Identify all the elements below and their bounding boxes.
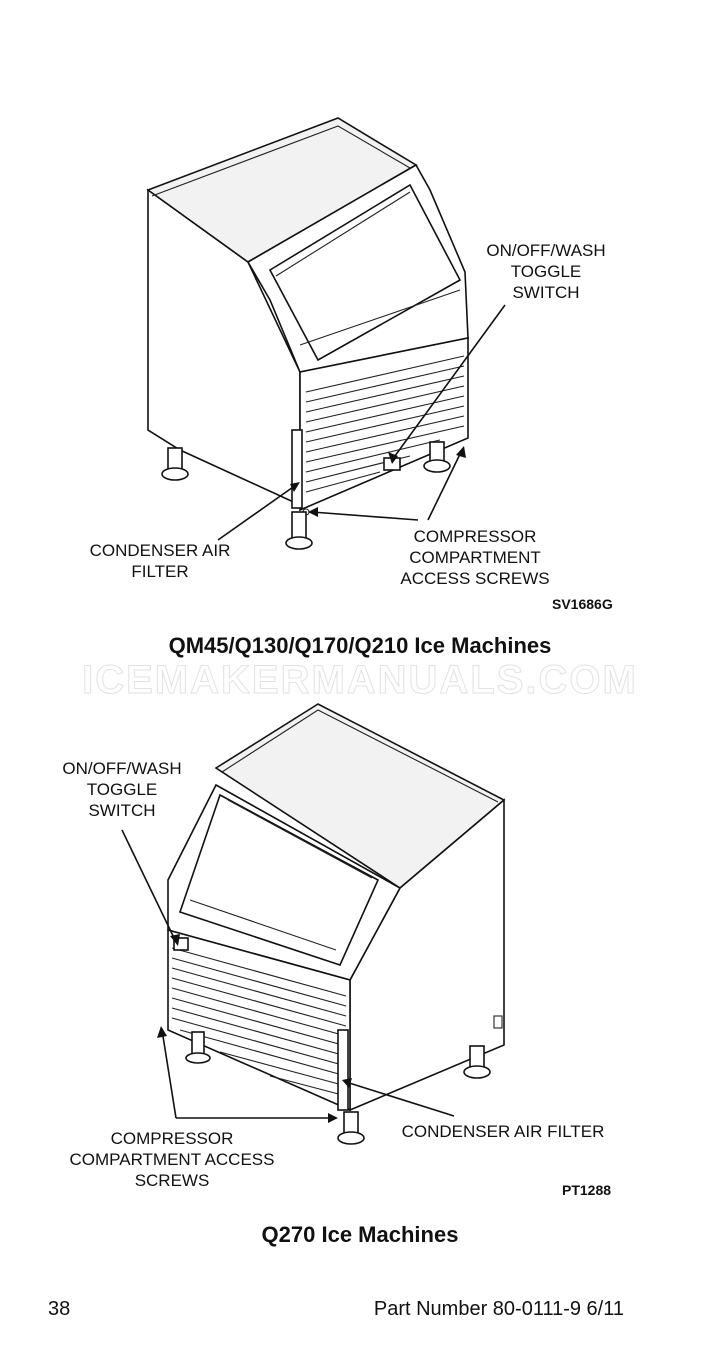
fig1-compressor-line2: COMPARTMENT xyxy=(409,548,541,567)
fig2-compressor-screws-label: COMPRESSOR COMPARTMENT ACCESS SCREWS xyxy=(50,1128,294,1191)
page-number: 38 xyxy=(48,1298,71,1320)
fig1-condenser-filter-label: CONDENSER AIR FILTER xyxy=(78,540,242,582)
fig2-bin-door xyxy=(178,793,380,966)
fig2-compressor-line3: SCREWS xyxy=(134,1171,210,1190)
fig2-toggle-line2: TOGGLE xyxy=(86,780,158,799)
fig1-toggle-switch-label: ON/OFF/WASH TOGGLE SWITCH xyxy=(472,240,620,303)
fig1-grille xyxy=(305,355,465,493)
figure1-illustration xyxy=(146,117,506,550)
fig2-condenser-line1: CONDENSER AIR FILTER xyxy=(401,1122,605,1141)
fig2-toggle-line1: ON/OFF/WASH xyxy=(62,759,182,778)
fig2-code: PT1288 xyxy=(562,1182,612,1198)
fig1-compressor-line3: ACCESS SCREWS xyxy=(400,569,550,588)
fig1-caption: QM45/Q130/Q170/Q210 Ice Machines xyxy=(168,633,552,658)
fig2-caption: Q270 Ice Machines xyxy=(261,1222,459,1247)
fig1-condenser-line2: FILTER xyxy=(131,562,189,581)
fig2-condenser-filter-label: CONDENSER AIR FILTER xyxy=(384,1121,622,1142)
fig2-compressor-line1: COMPRESSOR xyxy=(110,1129,234,1148)
fig1-toggle-line3: SWITCH xyxy=(512,283,580,302)
fig2-grille xyxy=(171,947,347,1097)
fig1-compressor-line1: COMPRESSOR xyxy=(413,527,537,546)
fig2-legs xyxy=(185,1031,491,1145)
fig2-toggle-line3: SWITCH xyxy=(88,801,156,820)
fig2-compressor-line2: COMPARTMENT ACCESS xyxy=(69,1150,275,1169)
part-number: Part Number 80-0111-9 6/11 xyxy=(373,1298,624,1320)
watermark: ICEMAKERMANUALS.COM xyxy=(82,658,638,703)
fig2-toggle-switch-label: ON/OFF/WASH TOGGLE SWITCH xyxy=(50,758,194,821)
fig1-compressor-screws-label: COMPRESSOR COMPARTMENT ACCESS SCREWS xyxy=(390,526,560,589)
fig1-toggle-line1: ON/OFF/WASH xyxy=(486,241,606,260)
fig1-toggle-line2: TOGGLE xyxy=(510,262,582,281)
fig1-condenser-line1: CONDENSER AIR xyxy=(89,541,231,560)
fig1-legs xyxy=(161,441,451,550)
fig1-code: SV1686G xyxy=(552,596,613,612)
fig1-bin-door xyxy=(268,183,462,362)
